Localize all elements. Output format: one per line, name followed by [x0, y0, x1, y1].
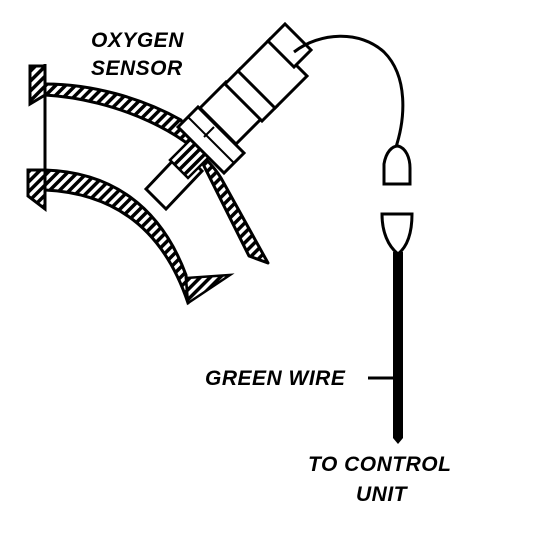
- oxygen-sensor-label-line2: SENSOR: [91, 57, 183, 80]
- exhaust-pipe-upper-wall: [43, 82, 270, 265]
- exhaust-pipe-lower-end: [184, 273, 235, 306]
- sensor-connector-plug: [382, 144, 412, 186]
- harness-connector-socket: [380, 212, 414, 256]
- control-unit-label-line2: UNIT: [356, 483, 407, 506]
- oxygen-sensor-body: [197, 21, 314, 147]
- exhaust-flange: [26, 64, 47, 213]
- green-wire-label: GREEN WIRE: [205, 367, 346, 390]
- oxygen-sensor-label-line1: OXYGEN: [91, 29, 184, 52]
- sensor-lead-wire: [293, 34, 405, 151]
- sensor-hex-nut: [175, 104, 247, 176]
- control-unit-label-line1: TO CONTROL: [308, 453, 452, 476]
- green-wire: [393, 252, 403, 444]
